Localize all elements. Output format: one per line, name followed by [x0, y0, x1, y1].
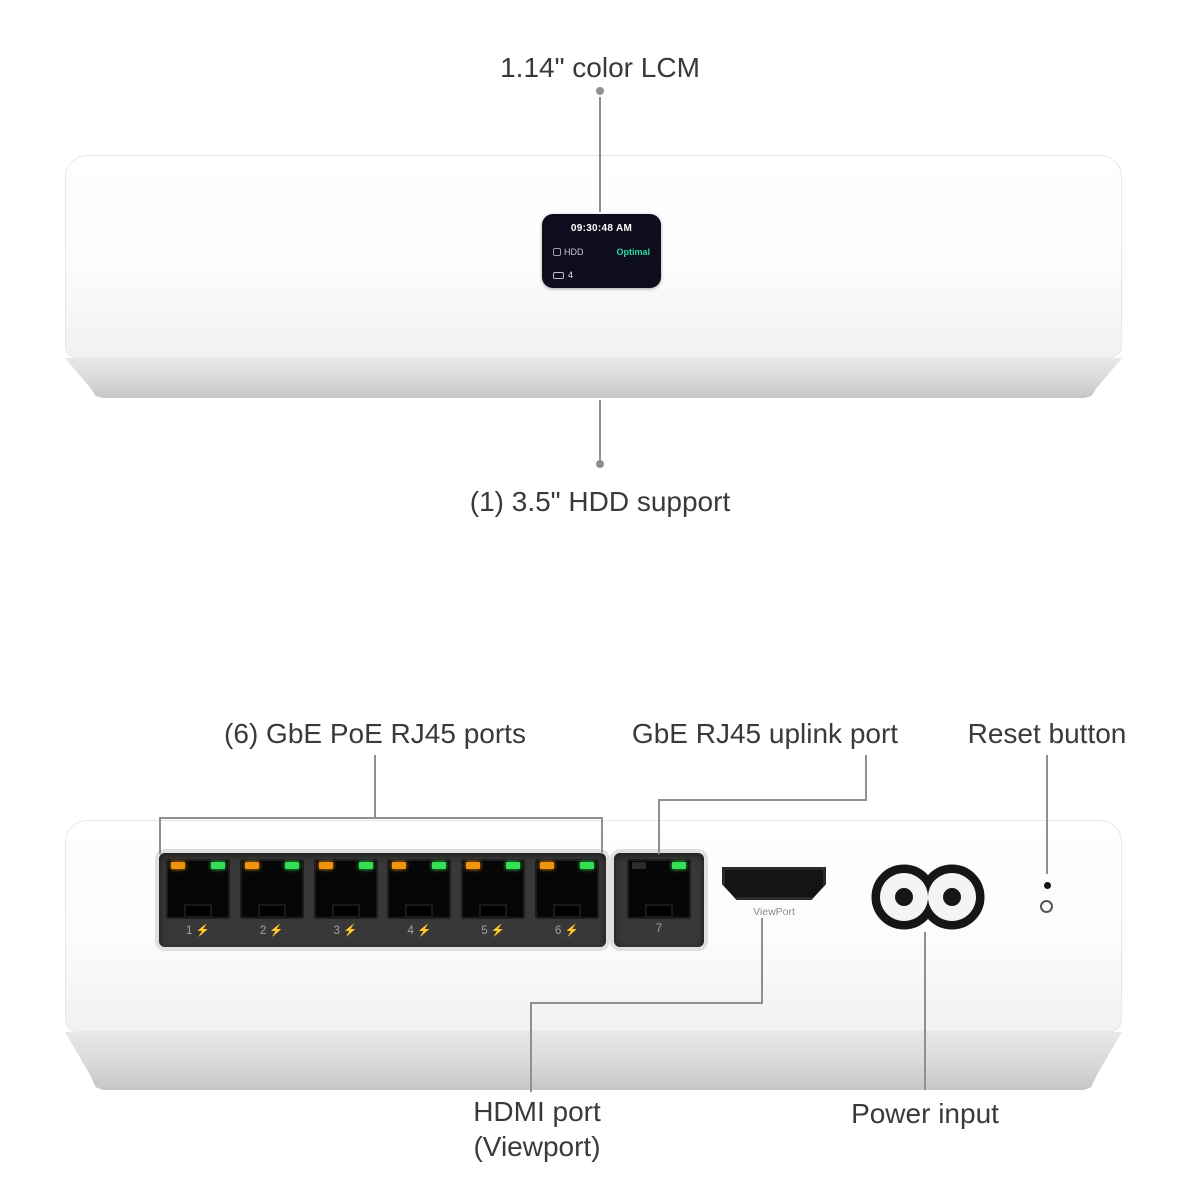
- poe-led-orange-icon: [466, 862, 481, 869]
- hdmi-callout-bracket: [530, 1002, 763, 1004]
- poe-led-orange-icon: [318, 862, 333, 869]
- lcm-callout-line: [599, 97, 601, 212]
- poe-port-1: [166, 859, 230, 919]
- power-callout-label: Power input: [851, 1098, 999, 1129]
- lcd-hdd-left: HDD: [553, 247, 584, 257]
- uplink-led-green-icon: [672, 862, 686, 869]
- uplink-port-number: 7: [655, 923, 663, 935]
- hdmi-callout-label-line1: HDMI port: [473, 1096, 601, 1127]
- hdd-callout-dot: [596, 460, 604, 468]
- hdd-icon: [553, 248, 561, 256]
- lcm-callout-label: 1.14" color LCM: [500, 52, 700, 83]
- hdmi-callout-stem: [530, 1002, 532, 1092]
- poe-callout-left-drop: [159, 817, 161, 854]
- front-device-base: [65, 358, 1122, 398]
- lcm-callout-dot: [596, 87, 604, 95]
- poe-port-5: [461, 859, 526, 919]
- poe-led-green-icon: [358, 862, 373, 869]
- hdmi-callout-label-line2: (Viewport): [473, 1131, 601, 1162]
- poe-led-green-icon: [579, 862, 594, 869]
- uplink-callout-bracket: [658, 799, 867, 801]
- poe-port-number: 5 ⚡: [481, 925, 506, 937]
- hdmi-callout-drop: [761, 918, 763, 1004]
- uplink-ports-row: [614, 853, 704, 919]
- poe-led-green-icon: [211, 862, 225, 869]
- poe-led-orange-icon: [539, 862, 554, 869]
- lcd-hdd-status: Optimal: [616, 247, 650, 257]
- poe-port-number: 1 ⚡: [186, 925, 210, 937]
- rear-device-body: 1 ⚡ 2 ⚡ 3 ⚡ 4 ⚡ 5 ⚡ 6 ⚡ 7 ViewPort: [65, 820, 1122, 1032]
- camera-icon: [553, 271, 564, 279]
- lcd-hdd-label: HDD: [564, 247, 584, 257]
- poe-led-green-icon: [284, 862, 299, 869]
- hdd-callout-label: (1) 3.5" HDD support: [469, 486, 731, 517]
- reset-symbol-icon: [1040, 900, 1053, 913]
- uplink-led-off-icon: [632, 862, 646, 869]
- front-device-body: 09:30:48 AM HDD Optimal 4: [65, 155, 1122, 358]
- uplink-port-panel: 7: [614, 853, 704, 947]
- lcd-camera-row: 4: [553, 270, 650, 280]
- poe-callout-right-drop: [601, 817, 603, 854]
- poe-port-6: [534, 859, 599, 919]
- poe-port-2: [239, 859, 304, 919]
- uplink-port: [627, 859, 691, 919]
- poe-port-number: 2 ⚡: [259, 925, 284, 937]
- poe-port-number: 4 ⚡: [407, 925, 432, 937]
- uplink-callout-drop: [658, 799, 660, 854]
- reset-button: [1044, 882, 1051, 889]
- poe-callout-bracket: [159, 817, 603, 819]
- poe-ports-label: (6) GbE PoE RJ45 ports: [224, 718, 526, 749]
- poe-led-orange-icon: [392, 862, 407, 869]
- uplink-port-label: GbE RJ45 uplink port: [631, 718, 899, 749]
- power-callout-line: [924, 932, 926, 1090]
- power-inlet-icon: [871, 864, 985, 930]
- poe-callout-stem: [374, 755, 376, 818]
- rear-device: 1 ⚡ 2 ⚡ 3 ⚡ 4 ⚡ 5 ⚡ 6 ⚡ 7 ViewPort: [65, 820, 1122, 1090]
- reset-callout-line: [1046, 755, 1048, 874]
- hdmi-viewport-text: ViewPort: [753, 906, 795, 918]
- poe-port-4: [387, 859, 452, 919]
- hdd-callout-line: [599, 400, 601, 460]
- poe-port-numbers-row: 1 ⚡ 2 ⚡ 3 ⚡ 4 ⚡ 5 ⚡ 6 ⚡: [159, 919, 606, 937]
- lcd-time: 09:30:48 AM: [570, 223, 633, 234]
- poe-ports-row: [159, 853, 606, 919]
- lcd-screen: 09:30:48 AM HDD Optimal 4: [542, 214, 661, 288]
- poe-port-panel: 1 ⚡ 2 ⚡ 3 ⚡ 4 ⚡ 5 ⚡ 6 ⚡: [159, 853, 606, 947]
- poe-led-orange-icon: [244, 862, 259, 869]
- poe-led-green-icon: [432, 862, 447, 869]
- poe-led-orange-icon: [171, 862, 185, 869]
- poe-led-green-icon: [506, 862, 521, 869]
- uplink-number-row: 7: [614, 919, 704, 935]
- reset-button-label: Reset button: [967, 718, 1127, 749]
- uplink-callout-stem: [865, 755, 867, 801]
- poe-port-number: 6 ⚡: [555, 925, 579, 937]
- poe-port-number: 3 ⚡: [333, 925, 358, 937]
- hdmi-port: [722, 867, 826, 900]
- front-device: 09:30:48 AM HDD Optimal 4: [65, 155, 1122, 398]
- rear-device-base: [65, 1032, 1122, 1090]
- hdmi-callout-label: HDMI port (Viewport): [473, 1094, 601, 1164]
- poe-port-3: [313, 859, 378, 919]
- lcd-camera-count: 4: [568, 270, 574, 280]
- lcd-hdd-row: HDD Optimal: [553, 247, 650, 257]
